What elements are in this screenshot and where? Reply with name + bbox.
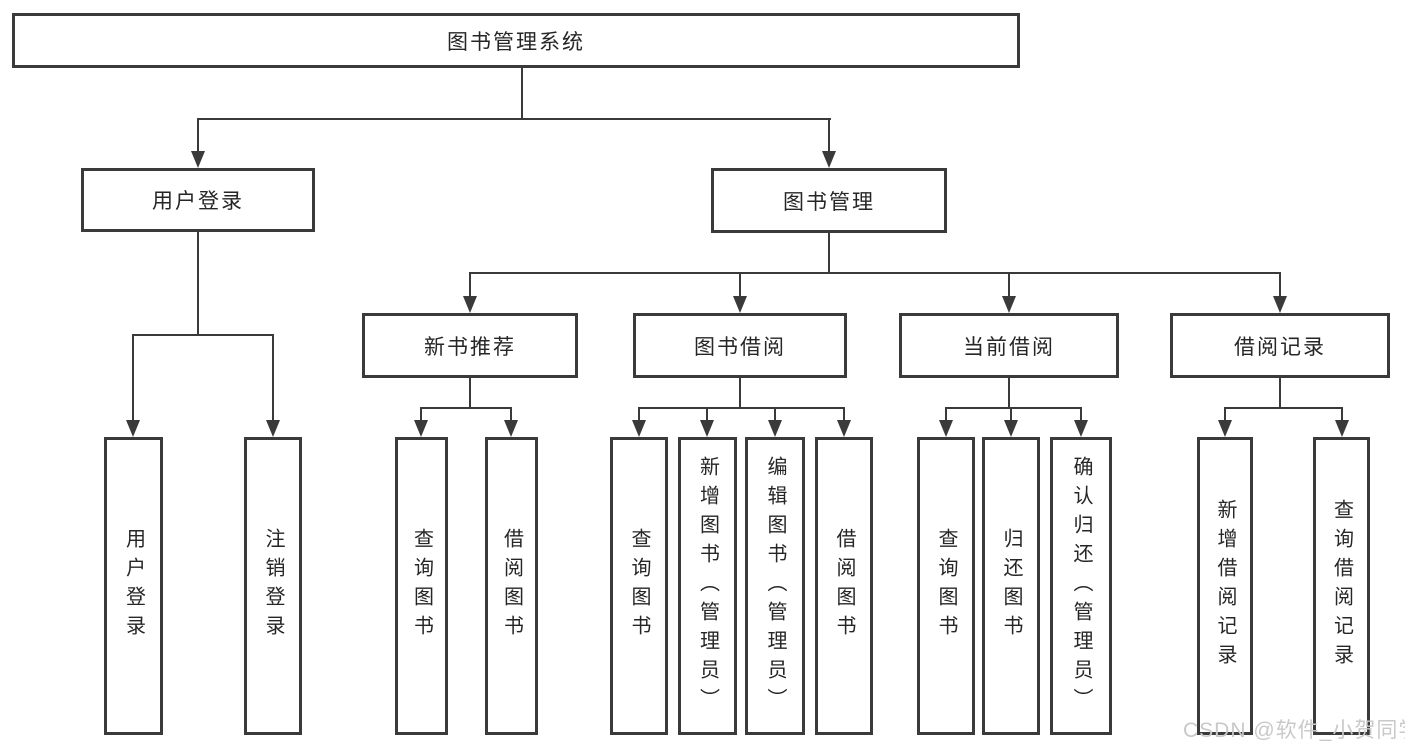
connector-to-borrow-books-borrowing (843, 407, 845, 421)
connector-to-return-books (1010, 407, 1012, 421)
watermark: CSDN @软件_小贺同学 (1183, 719, 1405, 742)
connector-current-rail (945, 407, 1082, 409)
connector-to-borrowing-records (1279, 272, 1281, 296)
connector-to-book-borrowing (739, 272, 741, 296)
connector-to-add-books-admin (706, 407, 708, 421)
leaf-label: 归还图书 (1000, 528, 1022, 644)
connector-to-edit-books-admin (774, 407, 776, 421)
connector-book-management-stem (828, 233, 830, 274)
leaf-label: 新增借阅记录 (1214, 499, 1236, 673)
leaf-add-borrow-record: 新增借阅记录 (1197, 437, 1253, 735)
node-new-book-recommendation: 新书推荐 (362, 313, 578, 378)
leaf-label: 查询图书 (628, 528, 650, 644)
connector-to-query-borrow-record (1341, 407, 1343, 421)
connector-borrowing-rail (638, 407, 845, 409)
connector-recommend-stem (469, 378, 471, 409)
arrowhead-to-return-books (1004, 420, 1018, 437)
leaf-user-login: 用户登录 (104, 437, 163, 735)
connector-records-stem (1279, 378, 1281, 409)
leaf-borrow-books-recommend: 借阅图书 (485, 437, 538, 735)
arrowhead-to-current-borrowing (1002, 296, 1016, 313)
arrowhead-to-leaf-logout (266, 420, 280, 437)
leaf-return-books: 归还图书 (982, 437, 1040, 735)
arrowhead-to-book-borrowing (733, 296, 747, 313)
connector-to-new-book-recommendation (469, 272, 471, 296)
leaf-label: 查询借阅记录 (1330, 499, 1353, 673)
connector-current-stem (1008, 378, 1010, 409)
leaf-edit-books-admin: 编辑图书（管理员） (745, 437, 805, 735)
connector-to-query-books-recommend (420, 407, 422, 421)
node-book-borrowing: 图书借阅 (633, 313, 847, 378)
connector-records-rail (1224, 407, 1343, 409)
leaf-label: 编辑图书（管理员） (764, 455, 786, 717)
connector-to-book-management (828, 118, 830, 152)
connector-to-query-books-borrowing (638, 407, 640, 421)
arrowhead-to-borrowing-records (1273, 296, 1287, 313)
leaf-borrow-books-borrowing: 借阅图书 (815, 437, 873, 735)
leaf-label: 查询图书 (935, 528, 957, 644)
connector-user-login-stem (197, 232, 199, 336)
connector-root-stem (521, 68, 523, 119)
leaf-logout: 注销登录 (244, 437, 302, 735)
connector-to-add-borrow-record (1224, 407, 1226, 421)
arrowhead-to-borrow-books-borrowing (837, 420, 851, 437)
arrowhead-to-query-borrow-record (1335, 420, 1349, 437)
leaf-label: 用户登录 (122, 528, 145, 644)
node-root-library-management-system: 图书管理系统 (12, 13, 1020, 68)
connector-recommend-rail (420, 407, 512, 409)
connector-user-login-rail (132, 334, 274, 336)
arrowhead-to-add-books-admin (700, 420, 714, 437)
connector-to-leaf-logout (272, 334, 274, 420)
leaf-label: 确认归还（管理员） (1070, 455, 1092, 717)
connector-level3-rail (469, 272, 1281, 274)
leaf-query-borrow-record: 查询借阅记录 (1313, 437, 1370, 735)
arrowhead-to-new-book-recommendation (463, 296, 477, 313)
leaf-label: 查询图书 (410, 528, 433, 644)
leaf-label: 新增图书（管理员） (696, 455, 719, 717)
leaf-label: 借阅图书 (500, 528, 523, 644)
node-borrowing-records: 借阅记录 (1170, 313, 1390, 378)
arrowhead-to-borrow-books-recommend (504, 420, 518, 437)
connector-to-borrow-books-recommend (510, 407, 512, 421)
leaf-confirm-return-admin: 确认归还（管理员） (1050, 437, 1112, 735)
node-current-borrowing: 当前借阅 (899, 313, 1119, 378)
leaf-query-books-recommend: 查询图书 (395, 437, 448, 735)
arrowhead-to-user-login (191, 151, 205, 168)
connector-to-leaf-user-login (132, 334, 134, 420)
node-book-management: 图书管理 (711, 168, 947, 233)
arrowhead-to-query-books-current (939, 420, 953, 437)
arrowhead-to-query-books-borrowing (632, 420, 646, 437)
arrowhead-to-confirm-return-admin (1074, 420, 1088, 437)
connector-borrowing-stem (739, 378, 741, 409)
connector-to-confirm-return-admin (1080, 407, 1082, 421)
arrowhead-to-add-borrow-record (1218, 420, 1232, 437)
arrowhead-to-edit-books-admin (768, 420, 782, 437)
node-user-login: 用户登录 (81, 168, 315, 232)
arrowhead-to-book-management (822, 151, 836, 168)
leaf-query-books-current: 查询图书 (917, 437, 975, 735)
leaf-label: 借阅图书 (833, 528, 855, 644)
connector-to-query-books-current (945, 407, 947, 421)
connector-level2-rail (197, 118, 831, 120)
connector-to-current-borrowing (1008, 272, 1010, 296)
leaf-label: 注销登录 (262, 528, 284, 644)
connector-to-user-login (197, 118, 199, 152)
leaf-add-books-admin: 新增图书（管理员） (678, 437, 737, 735)
leaf-query-books-borrowing: 查询图书 (610, 437, 668, 735)
arrowhead-to-leaf-user-login (126, 420, 140, 437)
arrowhead-to-query-books-recommend (414, 420, 428, 437)
